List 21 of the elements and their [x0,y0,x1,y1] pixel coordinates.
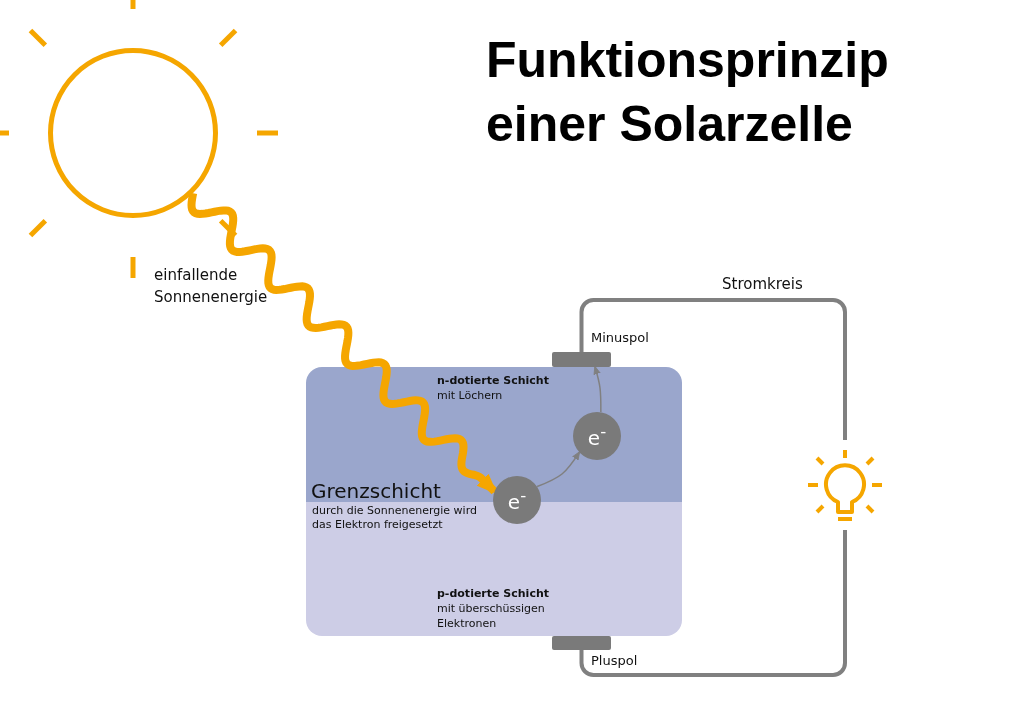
arrow [593,365,602,413]
terminal-bar [552,636,611,650]
arrow [536,451,581,488]
pole-label: Pluspol [591,653,638,668]
electron-circle [573,412,621,460]
layer-heading: n-dotierte Schicht [437,373,550,388]
electron-label: e$^{-}$ [507,486,527,514]
diagram-title: Funktionsprinzip einer Solarzelle [486,31,890,154]
edge-label: einfallende Sonnenenergie [154,265,269,308]
layer-description: mit Löchern [437,388,504,403]
layer-heading: p-dotierte Schicht [437,586,550,601]
boundary-description: durch die Sonnenenergie wird das Elektron freigesetzt [312,504,478,532]
boundary-heading: Grenzschicht [311,479,442,503]
pole-label: Minuspol [591,330,649,345]
terminal-bar [552,352,611,367]
electron-label: e$^{-}$ [587,422,607,450]
sun-circle [48,48,218,218]
wavy-arrow [187,192,498,495]
circuit-wire [579,298,847,440]
circuit-wire [579,530,847,677]
layer-description: mit überschüssigen Elektronen [437,601,546,631]
